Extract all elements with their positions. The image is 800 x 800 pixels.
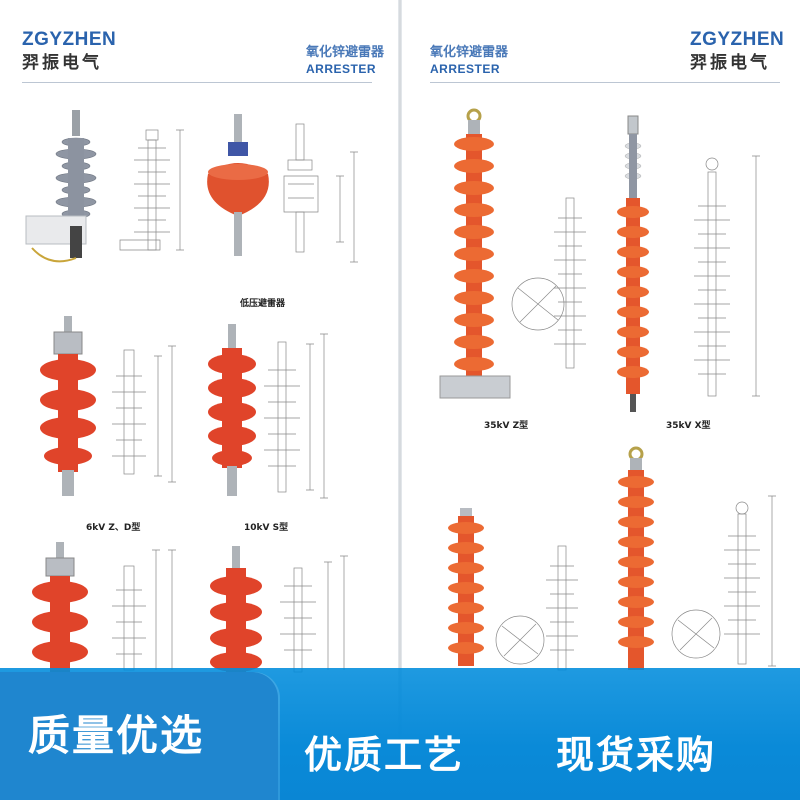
header-rule (22, 82, 372, 83)
header-rule (430, 82, 780, 83)
brand-logo: ZGYZHEN 羿振电气 (22, 30, 116, 72)
figure-caption: 35kV X型 (666, 421, 711, 431)
arrester-figure (210, 546, 348, 673)
brand-logo: ZGYZHEN 羿振电气 (690, 30, 784, 72)
arrester-figure (32, 542, 176, 672)
6kv-arrester-figure (40, 316, 176, 496)
product-title-cn: 氧化锌避雷器 (430, 45, 509, 60)
product-title-cn: 氧化锌避雷器 (306, 45, 385, 60)
slogan-craft: 优质工艺 (304, 733, 465, 777)
brand-name-en: ZGYZHEN (22, 29, 117, 50)
product-heading: 氧化锌避雷器 ARRESTER (306, 46, 384, 75)
low-voltage-arrester-figure (207, 114, 358, 263)
35kv-x-arrester-figure (617, 115, 760, 412)
product-title-en: ARRESTER (306, 62, 377, 76)
product-heading: 氧化锌避雷器 ARRESTER (430, 46, 508, 75)
catalog-spine (398, 0, 402, 800)
figure-caption: 10kV S型 (244, 523, 289, 533)
slogan-stock: 现货采购 (556, 733, 717, 777)
product-title-en: ARRESTER (430, 62, 501, 76)
quality-badge (0, 672, 278, 800)
figure-caption: 低压避雷器 (240, 299, 286, 309)
arrester-figure (448, 508, 578, 671)
grey-arrester-figure (25, 110, 184, 263)
brand-name-en: ZGYZHEN (690, 29, 785, 50)
figure-caption: 6kV Z、D型 (86, 523, 141, 533)
10kv-arrester-figure (208, 324, 328, 499)
35kv-z-arrester-figure (439, 108, 586, 399)
arrester-figure (618, 446, 776, 670)
badge-text: 质量优选 (28, 711, 205, 760)
brand-name-cn: 羿振电气 (690, 53, 770, 73)
brand-name-cn: 羿振电气 (22, 53, 102, 73)
figure-caption: 35kV Z型 (484, 421, 529, 431)
